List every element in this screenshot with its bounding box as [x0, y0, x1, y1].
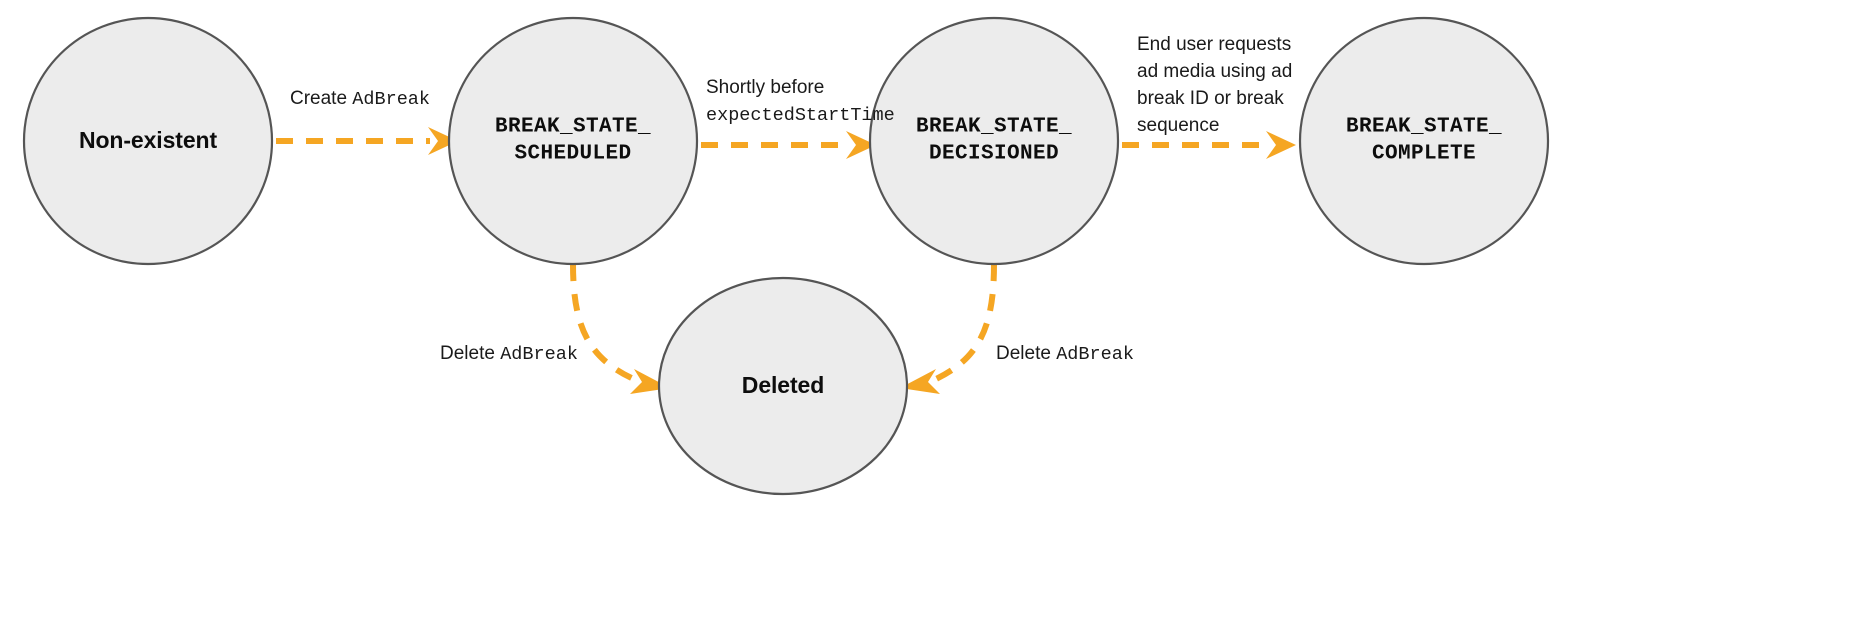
edge-line [925, 263, 997, 386]
arrow-head-icon [428, 127, 458, 155]
edge-delete-from-scheduled[interactable] [570, 263, 670, 394]
edge-shortly-before[interactable] [701, 131, 876, 159]
node-non-existent[interactable] [22, 16, 274, 266]
edge-create-adbreak[interactable] [276, 127, 458, 155]
node-deleted[interactable] [657, 276, 909, 496]
node-break-state-complete[interactable] [1298, 16, 1550, 266]
edge-end-user-requests[interactable] [1122, 131, 1296, 159]
node-break-state-scheduled[interactable] [447, 16, 699, 266]
arrow-head-icon [900, 369, 940, 394]
arrow-head-icon [846, 131, 876, 159]
edge-delete-from-decisioned[interactable] [900, 263, 997, 394]
edge-line [570, 263, 645, 386]
edges-layer [276, 127, 1296, 394]
node-break-state-decisioned[interactable] [868, 16, 1120, 266]
arrow-head-icon [1266, 131, 1296, 159]
nodes-layer [22, 16, 1550, 496]
